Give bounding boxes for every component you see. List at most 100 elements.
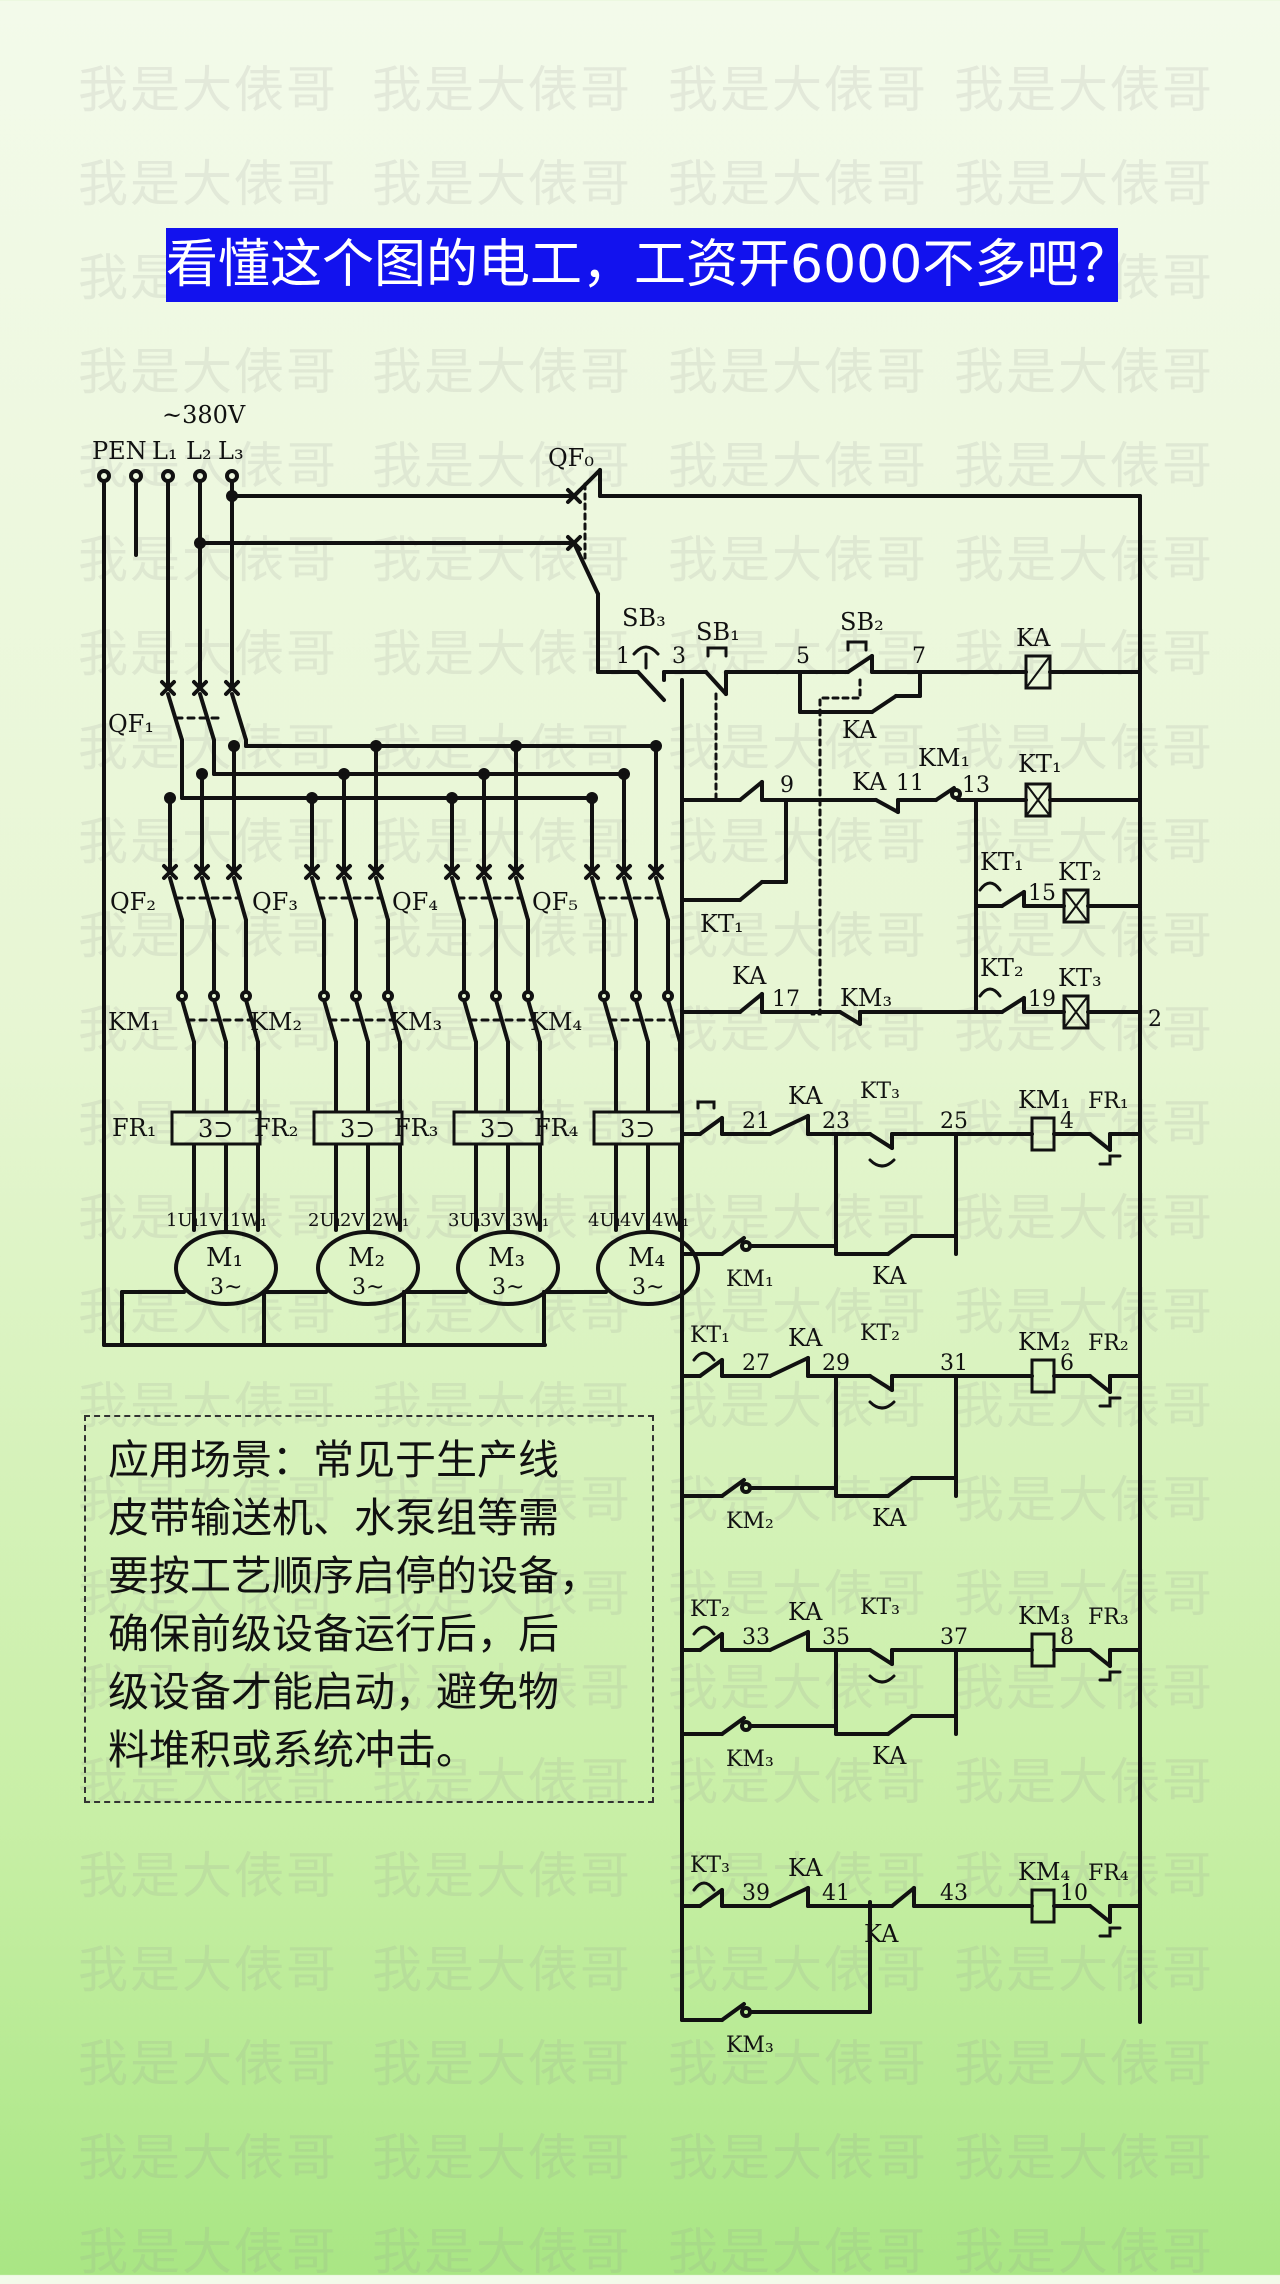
node-label: 10 xyxy=(1060,1881,1088,1906)
motor-name: M₁ xyxy=(206,1243,243,1273)
control-circuit: QF₀ SB₃ 1 3 SB₁ 5 SB₂ 7 xyxy=(548,444,1162,2024)
power-circuit: ~380V PEN L₁ L₂ L₃ QF₁ xyxy=(92,401,654,1347)
svg-text:1: 1 xyxy=(616,644,630,669)
overload-label: FR₂ xyxy=(254,1114,298,1142)
breaker-label: QF₅ xyxy=(532,888,578,916)
motor-phase: 3~ xyxy=(352,1275,384,1300)
l3-label: L₃ xyxy=(218,437,244,465)
timer-nc-label: KT₂ xyxy=(860,1321,900,1346)
svg-text:KM₃: KM₃ xyxy=(840,984,892,1012)
svg-text:2: 2 xyxy=(1148,1007,1162,1032)
motor-circle xyxy=(596,1230,700,1306)
breaker-label: QF₄ xyxy=(392,888,438,916)
node-label: 35 xyxy=(822,1625,850,1650)
note-line: 级设备才能启动，避免物 xyxy=(108,1668,559,1716)
timer-contact-label: KT₁ xyxy=(690,1323,730,1348)
motor-phase: 3~ xyxy=(210,1275,242,1300)
headline: 看懂这个图的电工，工资开6000不多吧？ xyxy=(166,228,1130,302)
svg-text:17: 17 xyxy=(772,987,800,1012)
holding-contact-label: KM₃ xyxy=(726,2033,774,2058)
motor-phase: 3~ xyxy=(492,1275,524,1300)
overload-symbol: 3⊃ xyxy=(480,1115,515,1143)
motor-terminal-label: 2U₁ xyxy=(308,1210,342,1231)
overload-label: FR₁ xyxy=(112,1114,156,1142)
motor-terminal-label: 2V₁ xyxy=(340,1210,372,1231)
node-label: 8 xyxy=(1060,1625,1074,1650)
svg-text:KA: KA xyxy=(842,716,877,744)
node-label: 41 xyxy=(822,1881,850,1906)
ka-bypass-label: KA xyxy=(872,1262,907,1290)
node-label: 25 xyxy=(940,1109,968,1134)
svg-text:3: 3 xyxy=(672,644,686,669)
overload-symbol: 3⊃ xyxy=(340,1115,375,1143)
breaker-label: QF₃ xyxy=(252,888,298,916)
motor-terminal-label: 4W₁ xyxy=(652,1210,689,1231)
overload-symbol: 3⊃ xyxy=(620,1115,655,1143)
contactor-coil xyxy=(1030,1888,1056,1924)
motor-terminal-label: 2W₁ xyxy=(372,1210,409,1231)
l2-label: L₂ xyxy=(186,437,212,465)
ka-bypass-label: KA xyxy=(872,1504,907,1532)
svg-text:KA: KA xyxy=(732,962,767,990)
ka-contact-label: KA xyxy=(788,1082,823,1110)
svg-text:KT₁: KT₁ xyxy=(980,848,1024,876)
contactor-coil-label: KM₁ xyxy=(1018,1086,1070,1114)
timer-contact-label: KT₂ xyxy=(690,1597,730,1622)
overload-symbol: 3⊃ xyxy=(198,1115,233,1143)
svg-text:15: 15 xyxy=(1028,881,1056,906)
ka-contact-label: KA xyxy=(788,1598,823,1626)
node-label: 23 xyxy=(822,1109,850,1134)
holding-contact-label: KM₂ xyxy=(726,1509,774,1534)
node-label: 37 xyxy=(940,1625,968,1650)
svg-text:9: 9 xyxy=(780,773,794,798)
note-line: 确保前级设备运行后，后 xyxy=(108,1610,559,1658)
timer-nc-label: KT₃ xyxy=(860,1595,900,1620)
svg-text:7: 7 xyxy=(912,644,926,669)
supply-voltage-label: ~380V xyxy=(162,401,246,429)
svg-text:KT₁: KT₁ xyxy=(1018,750,1062,778)
timer-contact-label: KT₃ xyxy=(690,1853,730,1878)
motor-terminal-label: 1V₁ xyxy=(198,1210,230,1231)
motor-name: M₃ xyxy=(488,1243,525,1273)
motor-terminal-label: 3V₁ xyxy=(480,1210,512,1231)
note-line: 料堆积或系统冲击。 xyxy=(108,1726,477,1774)
node-label: 21 xyxy=(742,1109,770,1134)
note-line: 要按工艺顺序启停的设备， xyxy=(108,1552,600,1600)
motor-terminal-label: 1W₁ xyxy=(230,1210,267,1231)
node-label: 4 xyxy=(1060,1109,1074,1134)
ka-bypass-label: KA xyxy=(872,1742,907,1770)
overload-contact-label: FR₂ xyxy=(1088,1331,1129,1356)
node-label: 31 xyxy=(940,1351,968,1376)
motor-control-rungs: 21KA23KT₃25KAKM₁4FR₁KM₁KT₁27KA29KT₂31KAK… xyxy=(680,1079,1142,2058)
qf1-label: QF₁ xyxy=(108,710,154,738)
ka-contact-label: KA xyxy=(788,1854,823,1882)
timer-nc-label: KT₃ xyxy=(860,1079,900,1104)
motor-name: M₄ xyxy=(628,1243,665,1273)
contactor-label: KM₄ xyxy=(530,1008,582,1036)
overload-relay-box xyxy=(452,1110,544,1146)
contactor-label: KM₁ xyxy=(108,1008,160,1036)
svg-text:5: 5 xyxy=(796,644,810,669)
svg-text:13: 13 xyxy=(962,773,990,798)
contactor-coil xyxy=(1030,1358,1056,1394)
overload-label: FR₄ xyxy=(534,1114,578,1142)
overload-contact-label: FR₁ xyxy=(1088,1089,1129,1114)
contactor-coil xyxy=(1030,1116,1056,1152)
motor-terminal-label: 4V₁ xyxy=(620,1210,652,1231)
qf0-label: QF₀ xyxy=(548,444,594,472)
svg-text:19: 19 xyxy=(1028,987,1056,1012)
contactor-coil-label: KM₃ xyxy=(1018,1602,1070,1630)
pen-label: PEN xyxy=(92,437,147,465)
breaker-label: QF₂ xyxy=(110,888,156,916)
ka-coil-label: KA xyxy=(1016,624,1051,652)
motor-terminal-label: 3W₁ xyxy=(512,1210,549,1231)
motor-circle xyxy=(174,1230,278,1306)
svg-text:11: 11 xyxy=(896,771,924,796)
sb3-label: SB₃ xyxy=(622,604,666,632)
svg-text:KT₃: KT₃ xyxy=(1058,964,1102,992)
